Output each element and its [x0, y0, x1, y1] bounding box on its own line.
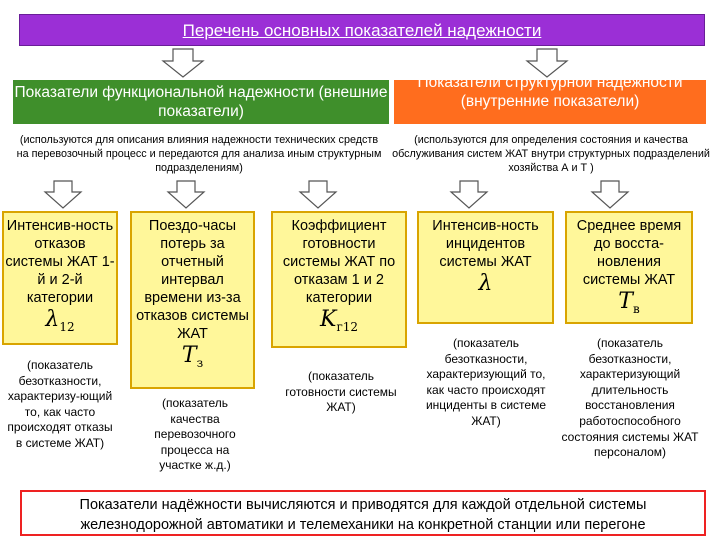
arrow-down-icon [449, 180, 489, 209]
arrow-down-icon [525, 48, 569, 78]
structural-reliability-header-text: Показатели структурной надежности (внутр… [417, 80, 683, 110]
functional-note: (используются для описания влияния надеж… [16, 134, 382, 174]
indicator-incident-rate: Интенсив-ность инцидентов системы ЖАТ λ [417, 211, 554, 324]
arrow-down-icon [590, 180, 630, 209]
arrow-down-icon [161, 48, 205, 78]
indicator-availability-factor: Коэффициент готовности системы ЖАТ по от… [271, 211, 407, 348]
t-symbol: Tз [181, 343, 204, 370]
structural-note: (используются для определения состояния … [392, 134, 710, 174]
indicator-description: (показатель готовности системы ЖАТ) [285, 369, 397, 415]
t-symbol: Tв [618, 289, 640, 316]
lambda-symbol: λ12 [45, 307, 75, 334]
indicator-description: (показатель безотказности, характеризующ… [561, 336, 699, 460]
indicator-label: Среднее время до восста-новления системы… [576, 218, 682, 288]
indicator-mean-recovery-time: Среднее время до восста-новления системы… [565, 211, 693, 324]
k-symbol: Kг12 [320, 307, 358, 334]
arrow-down-icon [43, 180, 83, 209]
indicator-description: (показатель качества перевозочного проце… [154, 396, 236, 473]
functional-reliability-header: Показатели функциональной надежности (вн… [13, 80, 389, 124]
arrow-down-icon [298, 180, 338, 209]
indicator-label: Коэффициент готовности системы ЖАТ по от… [282, 218, 396, 306]
indicator-label: Интенсив-ность инцидентов системы ЖАТ [432, 218, 539, 270]
lambda-symbol: λ [478, 271, 493, 296]
page-title: Перечень основных показателей надежности [19, 14, 705, 46]
indicator-description: (показатель безотказности, характеризу-ю… [7, 358, 113, 450]
arrow-down-icon [166, 180, 206, 209]
footer-note: Показатели надёжности вычисляются и прив… [20, 490, 706, 536]
indicator-description: (показатель безотказности, характеризующ… [425, 336, 547, 428]
indicator-failure-rate: Интенсив-ность отказов системы ЖАТ 1-й и… [2, 211, 118, 345]
indicator-label: Интенсив-ность отказов системы ЖАТ 1-й и… [5, 218, 115, 306]
structural-reliability-header: Показатели структурной надежности (внутр… [394, 80, 706, 124]
indicator-label: Поездо-часы потерь за отчетный интервал … [136, 218, 249, 342]
indicator-train-hours-lost: Поездо-часы потерь за отчетный интервал … [130, 211, 255, 389]
